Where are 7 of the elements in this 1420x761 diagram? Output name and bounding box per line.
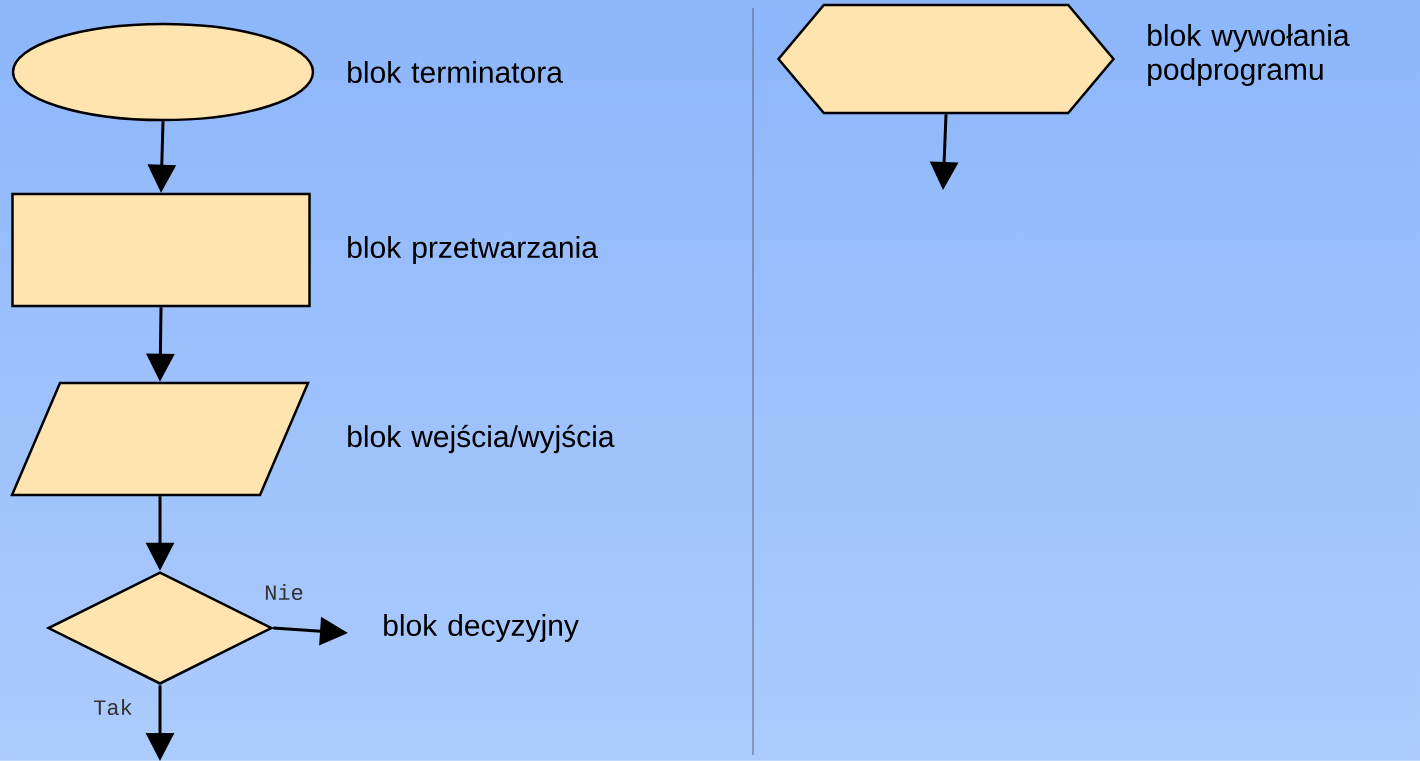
shape-caption: blok terminatora	[348, 61, 563, 83]
shape-caption: blok wejścia/wyjścia	[348, 424, 615, 454]
shape-caption: blok przetwarzania	[348, 236, 598, 264]
shape-caption: blok wywołania podprogramu	[1148, 24, 1350, 86]
shape-caption: blok decyzyjny	[384, 614, 579, 642]
edge-label: Tak	[94, 698, 132, 716]
edge-label: Nie	[265, 583, 303, 601]
